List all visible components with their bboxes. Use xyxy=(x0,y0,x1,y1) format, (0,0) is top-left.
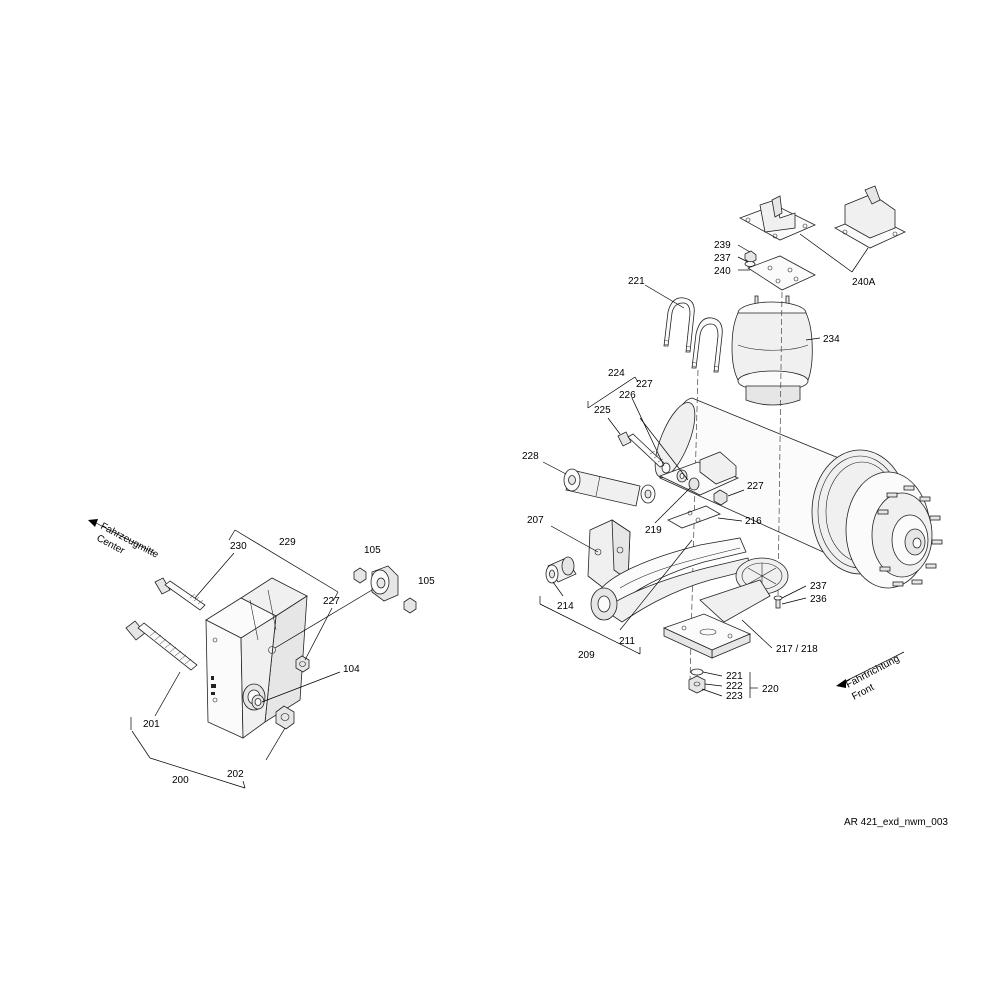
axle-seat-217-218 xyxy=(662,557,789,659)
label-214: 214 xyxy=(557,601,574,612)
label-240: 240 xyxy=(714,266,731,277)
label-230: 230 xyxy=(230,541,247,552)
label-209: 209 xyxy=(578,650,595,661)
front-direction-label-de: Fahrtrichtung xyxy=(844,653,901,690)
wheel-studs xyxy=(877,485,943,587)
label-227: 227 xyxy=(747,481,764,492)
label-220: 220 xyxy=(762,684,779,695)
alignment-lines xyxy=(689,291,783,681)
label-219: 219 xyxy=(645,525,662,536)
label-237: 237 xyxy=(714,253,731,264)
shock-absorber-228 xyxy=(563,468,656,507)
label-240A: 240A xyxy=(852,277,876,288)
label-207: 207 xyxy=(527,515,544,526)
front-bracket-207 xyxy=(587,519,631,591)
front-direction-arrow xyxy=(836,651,905,688)
label-222: 222 xyxy=(726,681,743,692)
u-bolts-221 xyxy=(663,297,723,373)
leader-lines-left xyxy=(130,529,373,789)
eccentric-disc-105 xyxy=(353,565,417,614)
label-104: 104 xyxy=(343,664,360,675)
label-105: 105 xyxy=(364,545,381,556)
air-spring-top-plate-240 xyxy=(744,250,816,291)
nut-202 xyxy=(275,705,295,730)
eccentric-bush-104 xyxy=(251,694,265,710)
nut-227-left xyxy=(295,655,310,673)
label-201: 201 xyxy=(143,719,160,730)
label-225: 225 xyxy=(594,405,611,416)
label-236: 236 xyxy=(810,594,827,605)
label-217-218: 217 / 218 xyxy=(776,644,818,655)
spacer-plate-216 xyxy=(667,505,721,529)
bolt-230 xyxy=(154,577,206,611)
label-229: 229 xyxy=(279,537,296,548)
drawing-reference: AR 421_exd_nwm_003 xyxy=(844,817,948,828)
label-221: 221 xyxy=(726,671,743,682)
label-237: 237 xyxy=(810,581,827,592)
label-223: 223 xyxy=(726,691,743,702)
label-224: 224 xyxy=(608,368,625,379)
label-221: 221 xyxy=(628,276,645,287)
label-234: 234 xyxy=(823,334,840,345)
label-227: 227 xyxy=(636,379,653,390)
bolt-201 xyxy=(125,620,198,671)
label-228: 228 xyxy=(522,451,539,462)
bush-214 xyxy=(545,556,577,584)
label-226: 226 xyxy=(619,390,636,401)
trailing-arm-211 xyxy=(590,537,751,623)
label-239: 239 xyxy=(714,240,731,251)
center-direction-arrow xyxy=(88,519,155,554)
hanger-bracket-assembly xyxy=(88,519,417,789)
label-105: 105 xyxy=(418,576,435,587)
mounting-plates-240A xyxy=(739,185,906,249)
hanger-bracket xyxy=(205,577,308,739)
leader-lines-right xyxy=(539,233,869,698)
label-227: 227 xyxy=(323,596,340,607)
shock-bracket-219 xyxy=(658,451,740,496)
label-200: 200 xyxy=(172,775,189,786)
callout-labels: 200 201 202 229 230 227 104 105 105 239 … xyxy=(143,240,876,786)
label-211: 211 xyxy=(619,636,635,647)
label-216: 216 xyxy=(745,516,762,527)
washer-nut-220 xyxy=(688,668,706,694)
brake-drum-hub xyxy=(811,449,943,589)
air-spring-234 xyxy=(731,295,813,406)
screw-236-washer-237 xyxy=(773,595,783,609)
label-202: 202 xyxy=(227,769,244,780)
axle-assembly xyxy=(539,185,943,698)
